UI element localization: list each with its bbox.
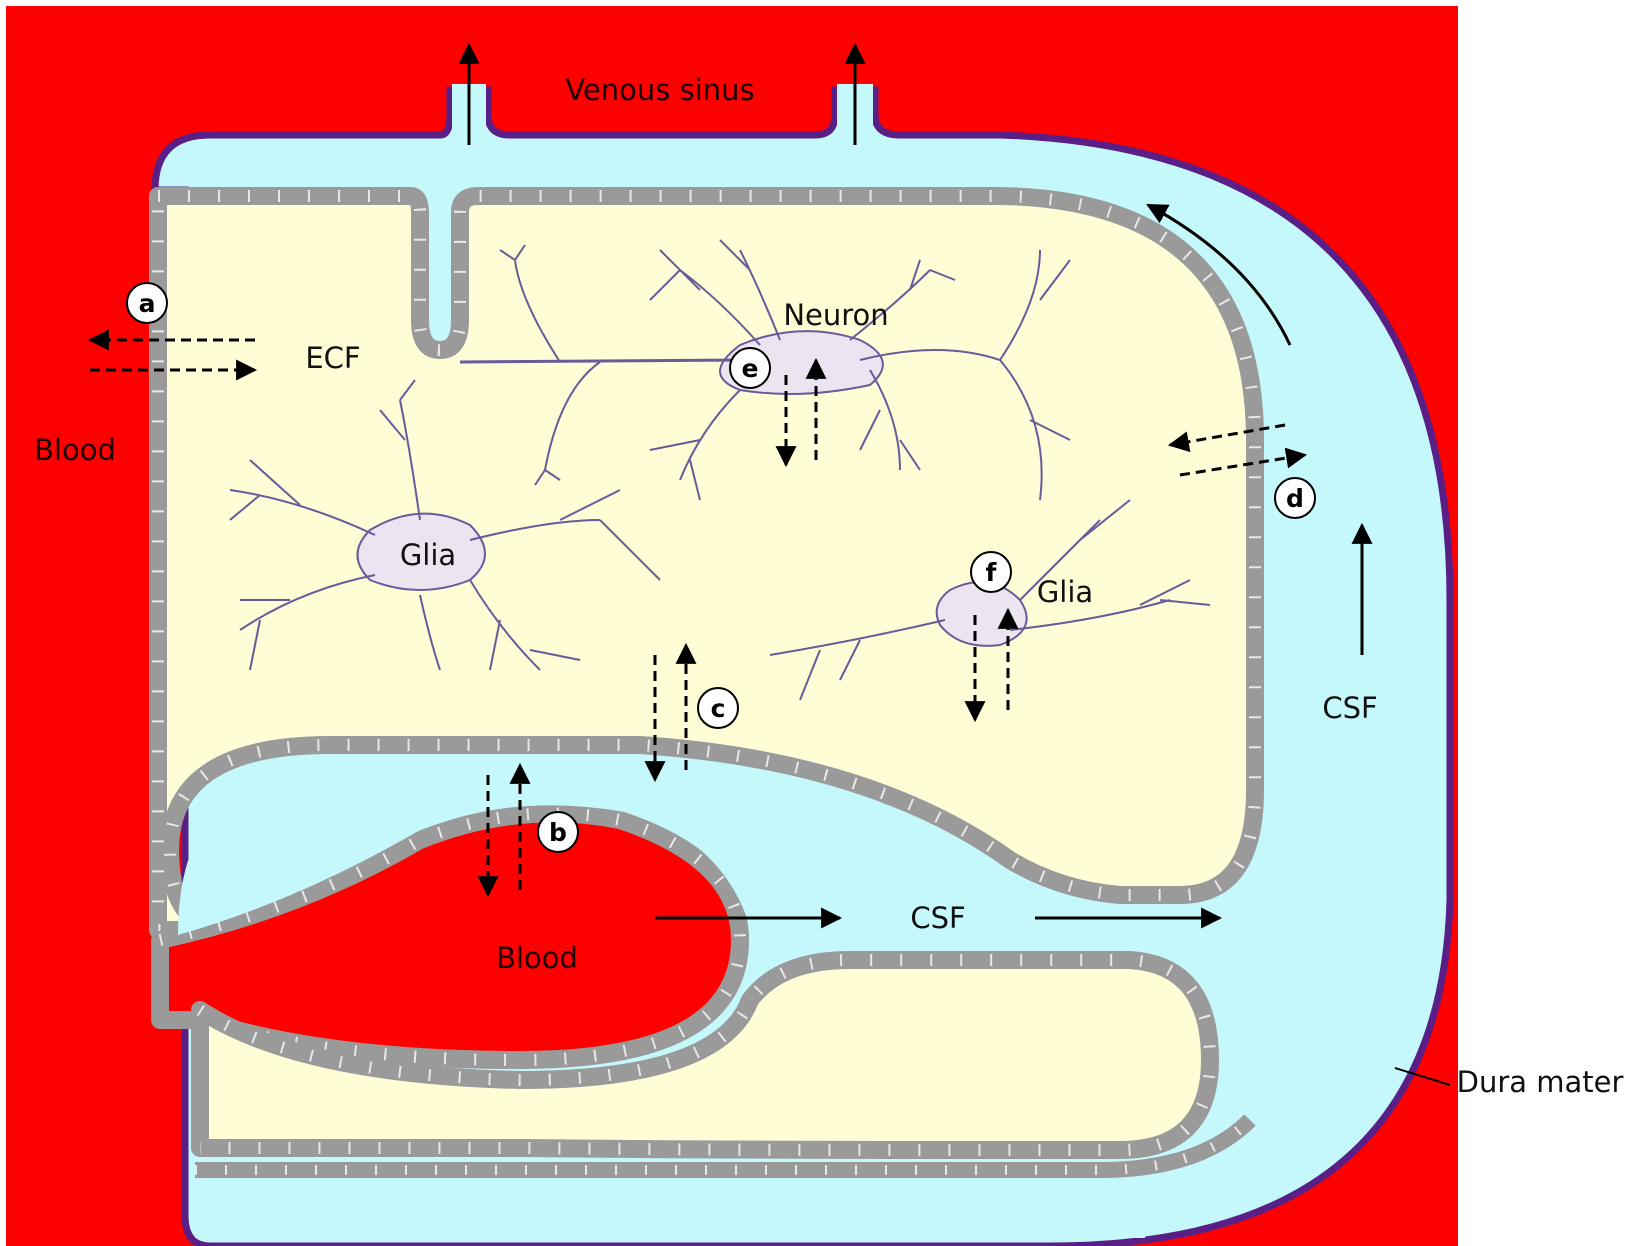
marker-a-letter: a <box>139 289 156 318</box>
marker-c-letter: c <box>711 694 726 723</box>
outer-white-area <box>1458 0 1634 1246</box>
blood-label-left: Blood <box>34 433 116 467</box>
venous-sinus-label: Venous sinus <box>565 73 754 107</box>
csf-label-right: CSF <box>1322 691 1377 725</box>
glia-label-left: Glia <box>400 538 456 572</box>
marker-f: f <box>971 552 1011 592</box>
csf-label-bottom: CSF <box>910 901 965 935</box>
marker-b: b <box>538 812 578 852</box>
blood-label-bottom: Blood <box>496 941 578 975</box>
marker-c: c <box>698 688 738 728</box>
dura-mater-label: Dura mater <box>1457 1065 1624 1099</box>
lower-csf-bottom <box>195 1180 1145 1238</box>
marker-a: a <box>127 283 167 323</box>
marker-f-letter: f <box>986 558 998 587</box>
neuron-label: Neuron <box>783 298 888 332</box>
marker-e-letter: e <box>742 354 759 383</box>
marker-d-letter: d <box>1286 484 1304 513</box>
ecf-label: ECF <box>305 341 360 375</box>
glia-label-right: Glia <box>1037 575 1093 609</box>
marker-d: d <box>1275 478 1315 518</box>
marker-b-letter: b <box>549 818 567 847</box>
marker-e: e <box>730 348 770 388</box>
